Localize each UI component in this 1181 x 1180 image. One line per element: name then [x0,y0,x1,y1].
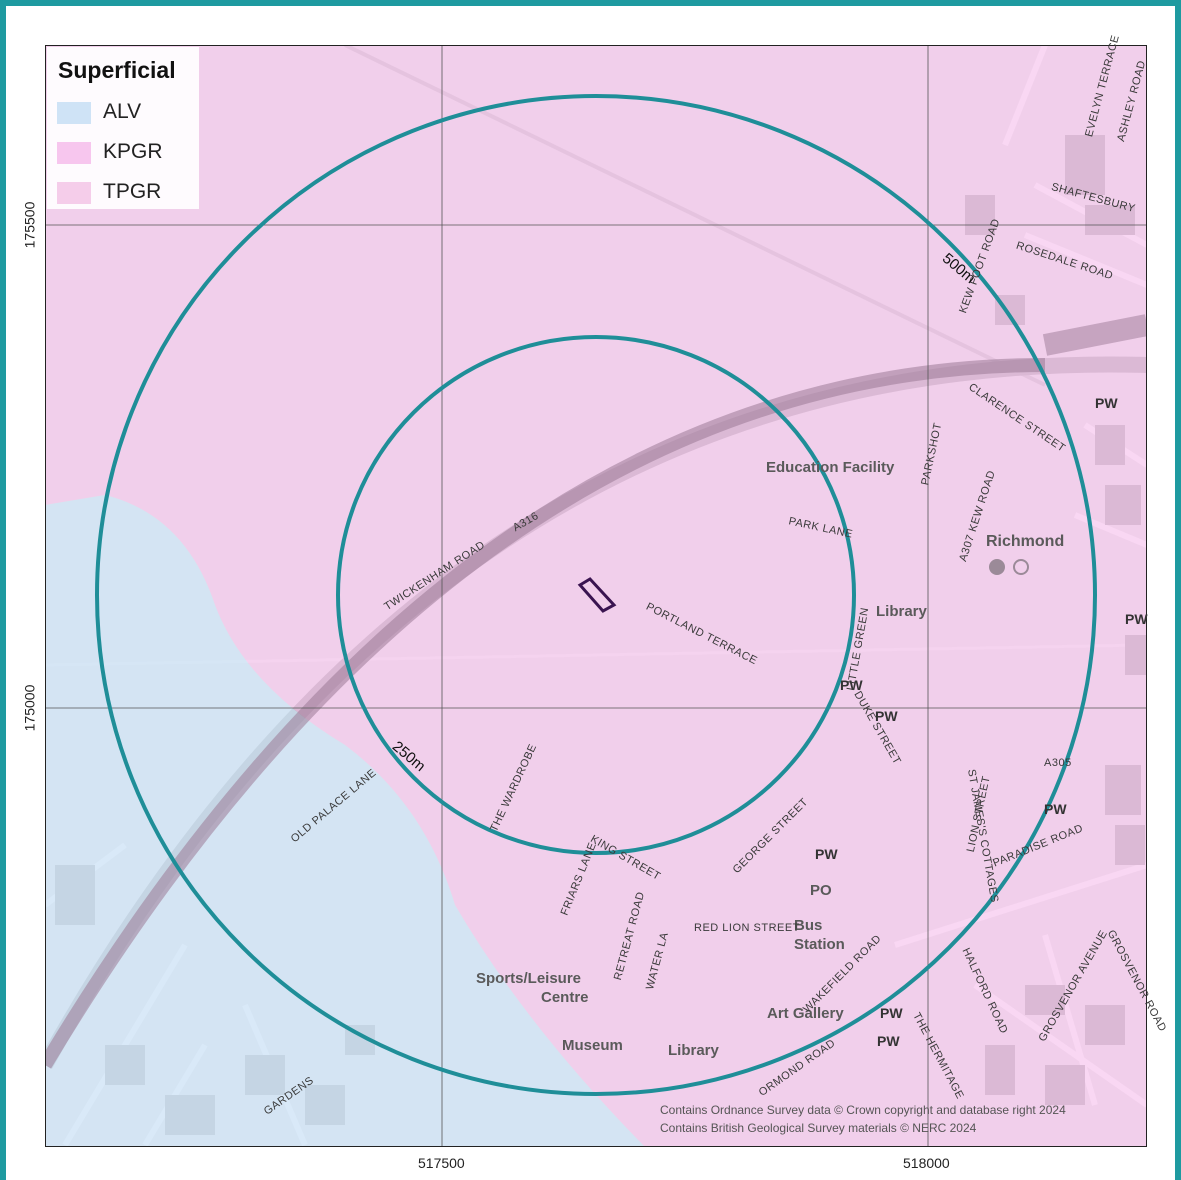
pw-label: PW [1095,395,1118,411]
legend-label-tpgr: TPGR [103,180,162,203]
pw-label: PW [1125,611,1148,627]
legend-swatch-kpgr [57,142,91,164]
label-richmond: Richmond [986,533,1065,550]
label-library-north: Library [876,603,927,620]
pw-label: PW [815,846,838,862]
label-sports-1: Sports/Leisure [476,970,582,987]
pw-label: PW [875,708,898,724]
map-svg [45,45,1147,1147]
legend-swatch-tpgr [57,182,91,204]
map-canvas[interactable] [45,45,1147,1147]
y-tick-175000: 175000 [21,684,38,732]
label-sports-2: Centre [541,989,589,1006]
buffer-ring-250m [336,335,856,855]
y-tick-175500: 175500 [21,201,38,249]
x-tick-517500: 517500 [418,1155,465,1171]
label-museum: Museum [562,1037,623,1054]
kpgr-polygon [45,45,1147,1147]
site-boundary [577,577,617,613]
pw-label: PW [877,1033,900,1049]
buffer-ring-500m [95,94,1097,1096]
label-bus-station-2: Station [794,936,845,953]
legend-swatch-alv [57,102,91,124]
grid-lines [45,45,1147,1147]
pw-label: PW [840,677,863,693]
road-a305: A305 [1044,757,1072,769]
credit-bgs: Contains British Geological Survey mater… [660,1121,977,1135]
map-legend: Superficial ALV KPGR TPGR [47,47,199,209]
road-red-lion-street: RED LION STREET [694,922,800,934]
label-bus-station-1: Bus [794,917,823,934]
label-art-gallery: Art Gallery [767,1005,844,1022]
credit-os: Contains Ordnance Survey data © Crown co… [660,1103,1066,1117]
legend-label-kpgr: KPGR [103,140,163,163]
label-library-south: Library [668,1042,719,1059]
x-tick-518000: 518000 [903,1155,950,1171]
label-education-facility: Education Facility [766,459,895,476]
pw-label: PW [880,1005,903,1021]
pw-label: PW [1044,801,1067,817]
legend-title: Superficial [58,57,176,83]
legend-label-alv: ALV [103,100,142,123]
alv-polygon [45,495,645,1147]
label-po: PO [810,882,832,899]
